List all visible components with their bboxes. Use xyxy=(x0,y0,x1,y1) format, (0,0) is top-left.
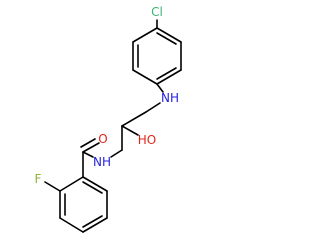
bond xyxy=(110,149,123,158)
bond xyxy=(82,176,108,192)
bond xyxy=(82,151,94,158)
chlorine-label: Cl xyxy=(151,5,163,19)
carbonyl-oxygen-label: O xyxy=(98,132,107,146)
bond xyxy=(82,217,108,233)
atom-labels: Cl NH HO NH O F xyxy=(35,5,179,186)
bond xyxy=(121,125,139,136)
chemical-structure: Cl NH HO NH O F xyxy=(35,5,182,233)
bond xyxy=(156,83,164,93)
bond xyxy=(44,181,61,192)
bond xyxy=(156,32,177,45)
amide-nh-label: NH xyxy=(93,155,111,169)
amine-nh-label: NH xyxy=(161,91,179,105)
bond xyxy=(82,215,103,228)
chlorine-atom: Cl xyxy=(151,5,163,19)
amine-nitrogen-atom: NH xyxy=(161,91,179,105)
bond xyxy=(156,67,177,80)
bond xyxy=(80,138,96,148)
fluorine-atom: F xyxy=(35,172,42,186)
amide-nitrogen-atom: NH xyxy=(93,155,111,169)
bonds xyxy=(44,19,182,233)
bond xyxy=(156,27,182,43)
bond xyxy=(121,111,147,127)
bond xyxy=(132,27,158,43)
hydroxyl-label: HO xyxy=(138,133,156,147)
bond xyxy=(82,142,100,153)
bond xyxy=(59,217,84,233)
fluorine-label: F xyxy=(35,172,42,186)
bond xyxy=(82,181,103,194)
bond xyxy=(132,69,158,85)
bond xyxy=(156,69,182,85)
carbonyl-oxygen-atom: O xyxy=(98,132,107,146)
structure-canvas: Cl NH HO NH O F xyxy=(34,5,182,233)
bond xyxy=(59,176,84,192)
hydroxyl-oxygen-atom: HO xyxy=(138,133,156,147)
bond xyxy=(145,102,161,113)
